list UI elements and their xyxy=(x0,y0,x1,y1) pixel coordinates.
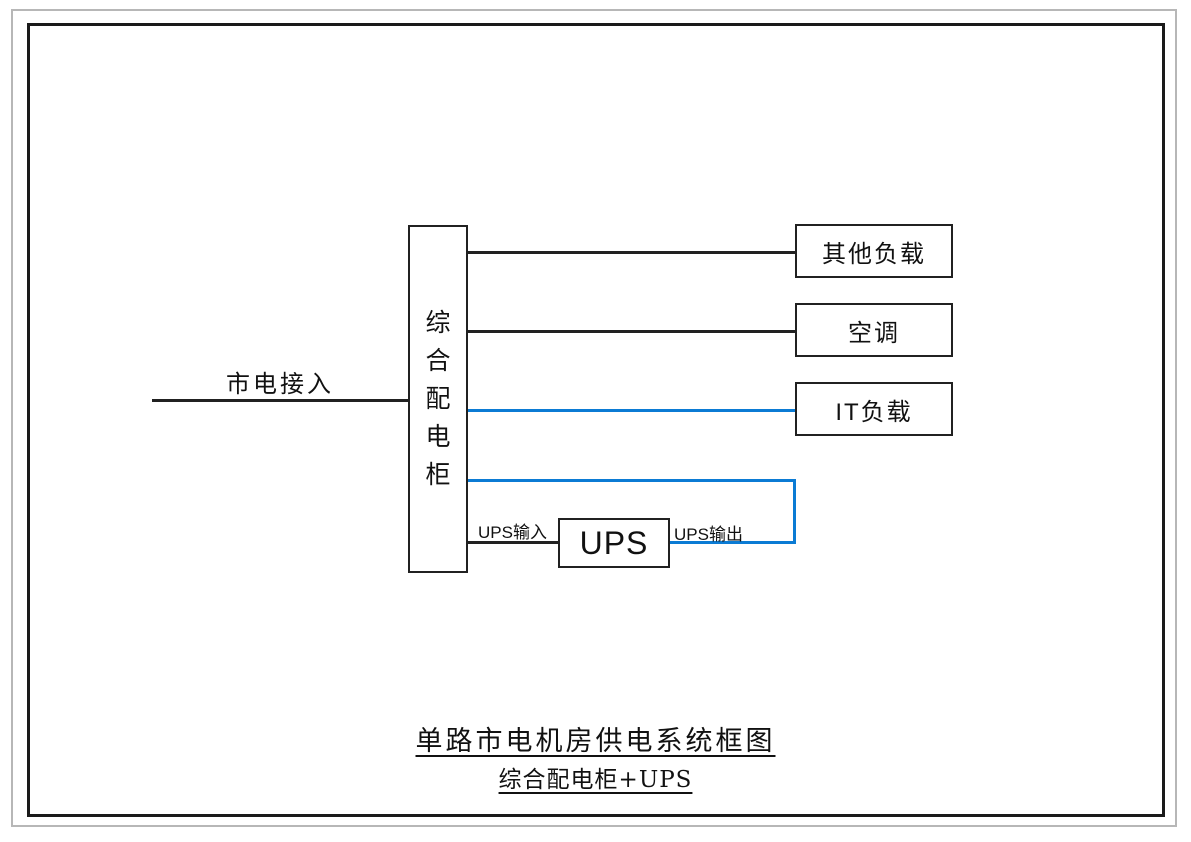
distribution-cabinet-box: 综合配电柜 xyxy=(408,225,468,573)
load-box-other-loads: 其他负载 xyxy=(795,224,953,278)
ups-input-line xyxy=(468,541,558,544)
ups-box: UPS xyxy=(558,518,670,568)
ups-box-label: UPS xyxy=(579,524,649,561)
ups-output-line xyxy=(670,541,796,544)
ups-input-label: UPS输入 xyxy=(478,523,547,542)
line-to-it-load xyxy=(468,409,795,412)
distribution-cabinet-label: 综合配电柜 xyxy=(425,309,451,489)
line-to-other-loads xyxy=(468,251,795,254)
diagram-title: 单路市电机房供电系统框图 xyxy=(415,726,776,757)
load-box-air-conditioner-label: 空调 xyxy=(848,319,900,347)
ups-output-label: UPS输出 xyxy=(674,525,743,544)
outer-border-frame xyxy=(11,9,1177,827)
diagram-subtitle: 综合配电柜+UPS xyxy=(498,767,693,793)
mains-input-line xyxy=(152,399,408,402)
load-box-air-conditioner: 空调 xyxy=(795,303,953,357)
inner-border-frame xyxy=(27,23,1165,817)
ups-output-loop-vertical-line xyxy=(793,479,796,544)
load-box-other-loads-label: 其他负载 xyxy=(822,240,926,268)
line-to-air-conditioner xyxy=(468,330,795,333)
ups-output-loop-top-line xyxy=(468,479,796,482)
mains-input-label: 市电接入 xyxy=(226,371,334,398)
load-box-it-load: IT负载 xyxy=(795,382,953,436)
load-box-it-load-label: IT负载 xyxy=(835,398,913,426)
